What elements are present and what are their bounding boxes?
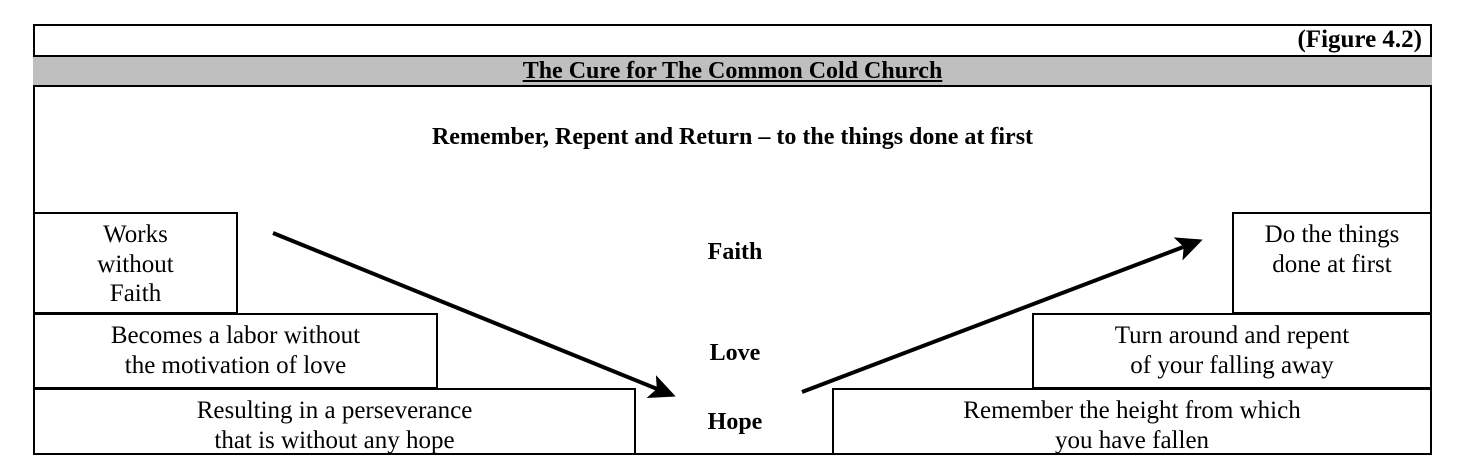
box-line: Remember the height from which — [963, 397, 1301, 424]
box-text: Works without Faith — [97, 220, 173, 309]
box-text: Remember the height from which you have … — [963, 396, 1300, 455]
box-line: you have fallen — [1054, 426, 1210, 454]
box-line: Do the things — [1264, 221, 1400, 248]
box-line: done at first — [1272, 250, 1392, 278]
box-text: Turn around and repent of your falling a… — [1115, 321, 1349, 380]
center-label-faith: Faith — [707, 239, 763, 265]
box-turn-around-and-repent: Turn around and repent of your falling a… — [1032, 313, 1432, 389]
box-line: the motivation of love — [124, 351, 347, 379]
box-becomes-a-labor: Becomes a labor without the motivation o… — [33, 313, 438, 389]
box-line: of your falling away — [1130, 351, 1334, 379]
figure-caption: (Figure 4.2) — [1297, 26, 1422, 53]
box-works-without-faith: Works without Faith — [33, 212, 238, 314]
figure-subtitle: Remember, Repent and Return – to the thi… — [431, 124, 1034, 150]
box-line: that is without any hope — [214, 426, 455, 454]
center-label-love: Love — [709, 340, 761, 366]
figure-caption-row: (Figure 4.2) — [33, 24, 1432, 55]
box-line: Works — [103, 221, 168, 248]
box-line: without — [97, 250, 174, 278]
box-remember-the-height: Remember the height from which you have … — [832, 388, 1432, 455]
box-line: Resulting in a perseverance — [196, 397, 473, 424]
figure-title-band: The Cure for The Common Cold Church — [33, 55, 1432, 87]
box-text: Do the things done at first — [1265, 220, 1400, 279]
box-do-the-things: Do the things done at first — [1232, 212, 1432, 314]
box-line: Becomes a labor without — [110, 322, 361, 349]
box-line: Turn around and repent — [1114, 322, 1350, 349]
box-text: Becomes a labor without the motivation o… — [111, 321, 360, 380]
box-line: Faith — [109, 280, 162, 307]
box-resulting-perseverance: Resulting in a perseverance that is with… — [33, 388, 636, 455]
center-label-hope: Hope — [707, 409, 763, 435]
figure-title: The Cure for The Common Cold Church — [522, 58, 943, 84]
box-text: Resulting in a perseverance that is with… — [197, 396, 473, 455]
